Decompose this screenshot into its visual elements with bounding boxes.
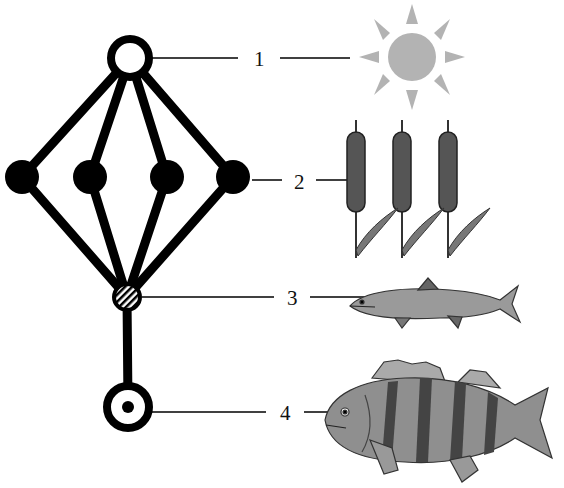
predator-node (107, 386, 149, 428)
callout-number: 4 (280, 403, 291, 424)
pike-picture (350, 278, 520, 328)
consumer-node (114, 284, 140, 310)
sun-picture (359, 4, 465, 110)
web-links (22, 58, 233, 405)
producer-nodes (5, 160, 250, 194)
perch-picture (325, 360, 552, 482)
callout-number: 2 (294, 172, 305, 193)
callout-number: 1 (254, 49, 265, 70)
leader-lines (142, 58, 395, 412)
sun-node (111, 39, 149, 77)
cattail-picture (347, 120, 490, 258)
callout-number: 3 (287, 288, 298, 309)
predator-node-core (122, 401, 134, 413)
